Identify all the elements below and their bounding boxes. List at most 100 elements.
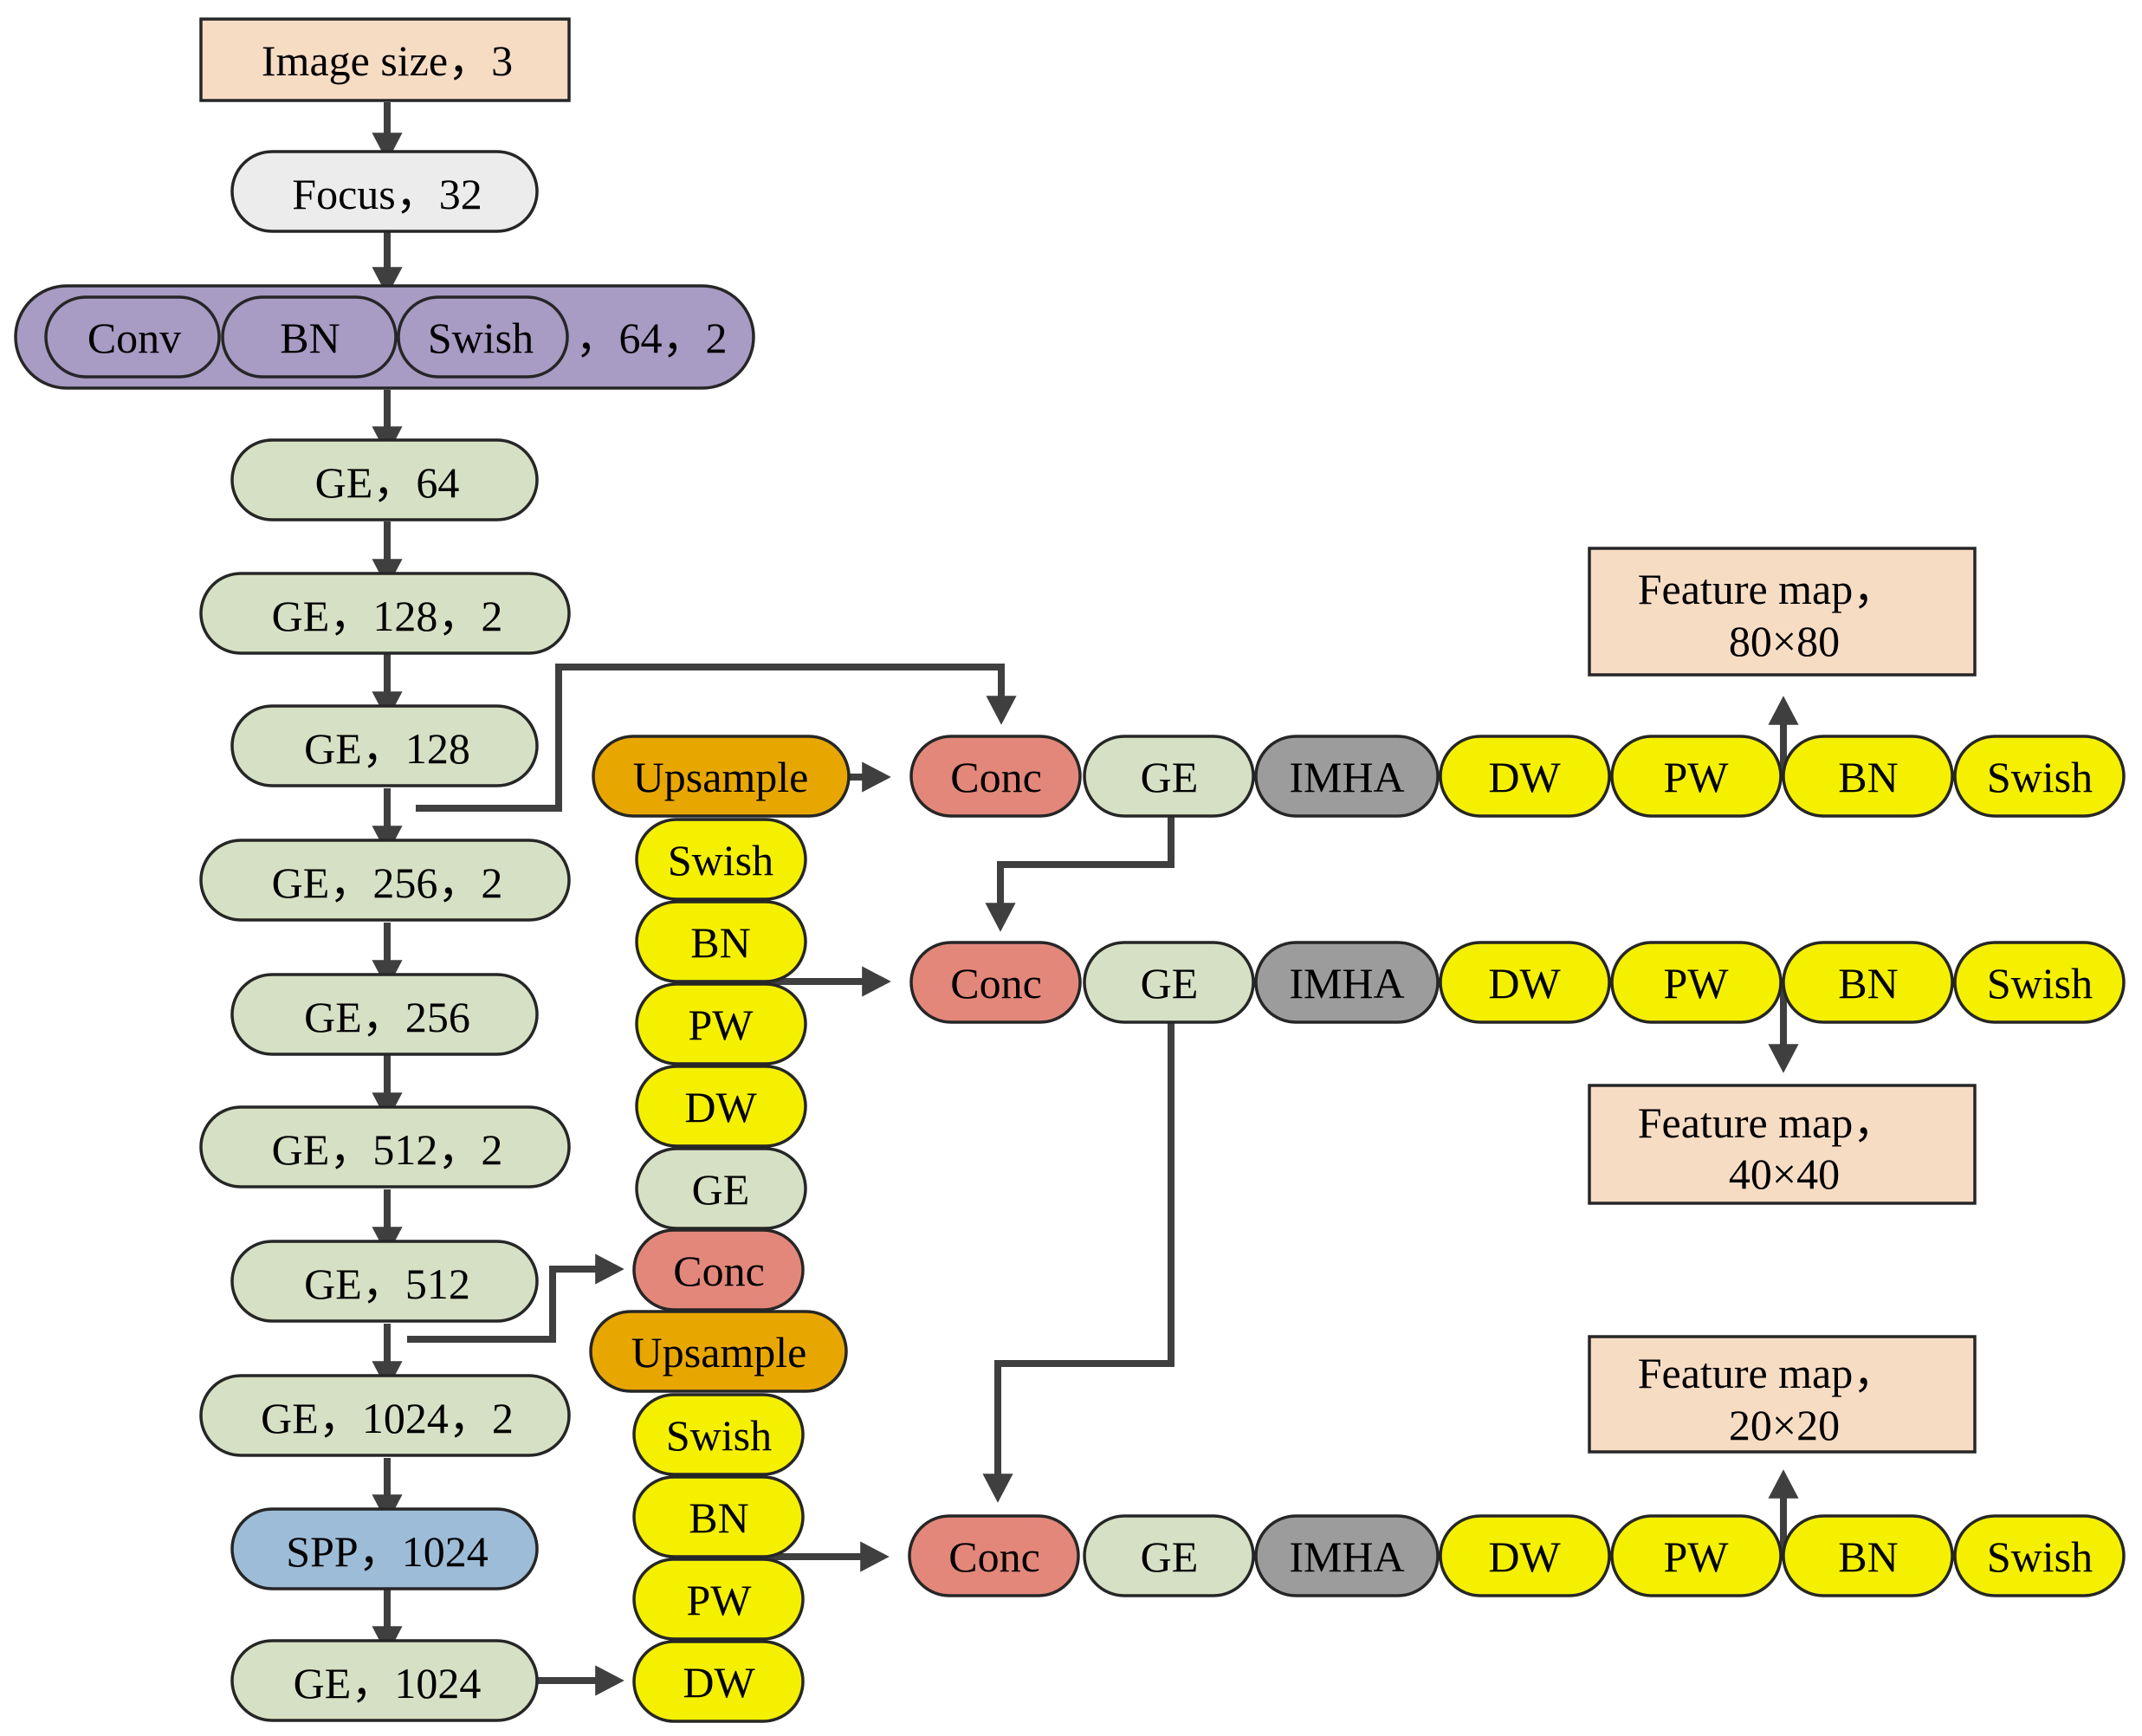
feature-map-80-line2: 80×80 — [1729, 617, 1840, 665]
ge-256-s2-label: GE，256，2 — [272, 858, 503, 907]
arrow-ge128-to-row1-conc — [416, 664, 1017, 812]
lower-dw-pill — [632, 1640, 805, 1723]
cbs-block: Conv BN Swish ，64，2 — [14, 284, 755, 390]
row1-dw-pill — [1439, 735, 1611, 818]
lower-swish-pill — [632, 1393, 805, 1476]
upper-dw-pill — [635, 1065, 807, 1148]
row1-swish-pill — [1953, 735, 2126, 818]
row2-ge-label: GE — [1141, 959, 1199, 1007]
cbs-suffix-label: ，64，2 — [576, 314, 728, 362]
row1-bn-pill — [1782, 735, 1954, 818]
row3-pw-label: PW — [1664, 1532, 1730, 1581]
cbs-bn-label: BN — [280, 314, 340, 362]
input-box — [199, 17, 571, 102]
lower-pw-pill — [632, 1558, 805, 1641]
head-row-1: Conc GE IMHA DW PW BN Swish — [909, 735, 2126, 818]
row3-conc-pill — [908, 1514, 1080, 1597]
ge-512-s2-pill — [199, 1105, 571, 1189]
feature-map-20-box — [1588, 1335, 1977, 1454]
lower-pw-label: PW — [687, 1576, 753, 1624]
row3-swish-label: Swish — [1987, 1532, 2093, 1581]
ge-256-node: GE，256 — [230, 973, 539, 1056]
feature-map-20-line1: Feature map， — [1638, 1349, 1897, 1397]
ge-128-s2-label: GE，128，2 — [272, 592, 503, 640]
row1-pw-pill — [1610, 735, 1783, 818]
row1-ge-label: GE — [1141, 753, 1199, 801]
upper-ge-pill — [635, 1147, 807, 1230]
ge-512-node: GE，512 — [230, 1240, 539, 1323]
backbone: Image size，3 Focus，32 Conv BN Swish ，64，… — [14, 17, 755, 1722]
cbs-swish-pill — [397, 295, 569, 379]
spp-node: SPP，1024 — [230, 1507, 539, 1590]
row3-bn-pill — [1782, 1514, 1954, 1597]
lower-bn-label: BN — [689, 1493, 748, 1542]
cbs-conv-label: Conv — [87, 314, 181, 362]
ge-1024-pill — [230, 1639, 539, 1722]
lower-dw-label: DW — [683, 1658, 755, 1707]
upper-ge-label: GE — [692, 1165, 750, 1214]
row1-ge-pill — [1083, 735, 1255, 818]
upper-conc-pill — [632, 1228, 805, 1312]
feature-map-80-line1: Feature map， — [1638, 565, 1897, 613]
cbs-conv-pill — [44, 295, 221, 379]
row1-pw-label: PW — [1664, 753, 1730, 801]
row1-conc-pill — [909, 735, 1082, 818]
row3-imha-pill — [1254, 1514, 1440, 1597]
input-node: Image size，3 — [199, 17, 571, 102]
ge-1024-s2-label: GE，1024，2 — [261, 1394, 514, 1442]
row2-bn-label: BN — [1838, 959, 1898, 1007]
lower-swish-label: Swish — [666, 1411, 772, 1460]
cbs-swish-label: Swish — [428, 314, 534, 362]
row1-imha-label: IMHA — [1289, 753, 1404, 801]
cbs-bn-pill — [221, 295, 398, 379]
ge-1024-s2-node: GE，1024，2 — [199, 1374, 571, 1457]
upper-dw-label: DW — [684, 1083, 757, 1131]
row2-imha-pill — [1254, 941, 1440, 1024]
head-row-2: Conc GE IMHA DW PW BN Swish — [909, 941, 2126, 1024]
feature-map-40-line2: 40×40 — [1729, 1150, 1840, 1198]
ge-256-pill — [230, 973, 539, 1056]
ge-64-pill — [230, 438, 539, 521]
ge-512-s2-node: GE，512，2 — [199, 1105, 571, 1189]
row2-swish-pill — [1953, 941, 2126, 1024]
lower-upsample-label: Upsample — [631, 1328, 807, 1376]
spp-label: SPP，1024 — [286, 1527, 488, 1576]
row1-conc-label: Conc — [950, 753, 1042, 801]
upper-pw-label: PW — [689, 1001, 754, 1049]
row2-conc-label: Conc — [950, 959, 1042, 1007]
upper-swish-pill — [635, 818, 807, 901]
input-label: Image size，3 — [262, 36, 513, 85]
upper-bn-pill — [635, 900, 807, 983]
focus-node: Focus，32 — [230, 150, 539, 233]
row1-bn-label: BN — [1838, 753, 1898, 801]
ge-128-pill — [230, 704, 539, 787]
focus-label: Focus，32 — [292, 170, 482, 218]
row3-ge-label: GE — [1141, 1532, 1199, 1581]
ge-1024-s2-pill — [199, 1374, 571, 1457]
upper-conc-label: Conc — [673, 1247, 765, 1295]
upper-upsample-pill — [592, 735, 851, 818]
arrow-row2-ge-to-row3-conc — [982, 1022, 1175, 1503]
row3-ge-pill — [1083, 1514, 1255, 1597]
feature-map-80: Feature map， 80×80 — [1588, 547, 1977, 677]
upper-pw-pill — [635, 982, 807, 1066]
row3-pw-pill — [1610, 1514, 1783, 1597]
row1-imha-pill — [1254, 735, 1440, 818]
feature-map-80-box — [1588, 547, 1977, 677]
ge-512-label: GE，512 — [304, 1260, 470, 1308]
feature-map-40-line1: Feature map， — [1638, 1098, 1897, 1147]
ge-512-pill — [230, 1240, 539, 1323]
row2-pw-label: PW — [1664, 959, 1730, 1007]
ge-128-s2-node: GE，128，2 — [199, 572, 571, 655]
arrow-row1-ge-to-row2-conc — [985, 816, 1175, 932]
row2-bn-pill — [1782, 941, 1954, 1024]
lower-upsample-pill — [589, 1310, 848, 1393]
feature-map-20-line2: 20×20 — [1729, 1401, 1840, 1449]
row3-conc-label: Conc — [948, 1532, 1040, 1581]
row3-dw-label: DW — [1488, 1532, 1561, 1581]
upper-bn-label: BN — [690, 918, 750, 967]
ge-128-node: GE，128 — [230, 704, 539, 787]
row2-swish-label: Swish — [1987, 959, 2093, 1007]
row2-imha-label: IMHA — [1289, 959, 1404, 1007]
feature-map-40-box — [1588, 1084, 1977, 1205]
